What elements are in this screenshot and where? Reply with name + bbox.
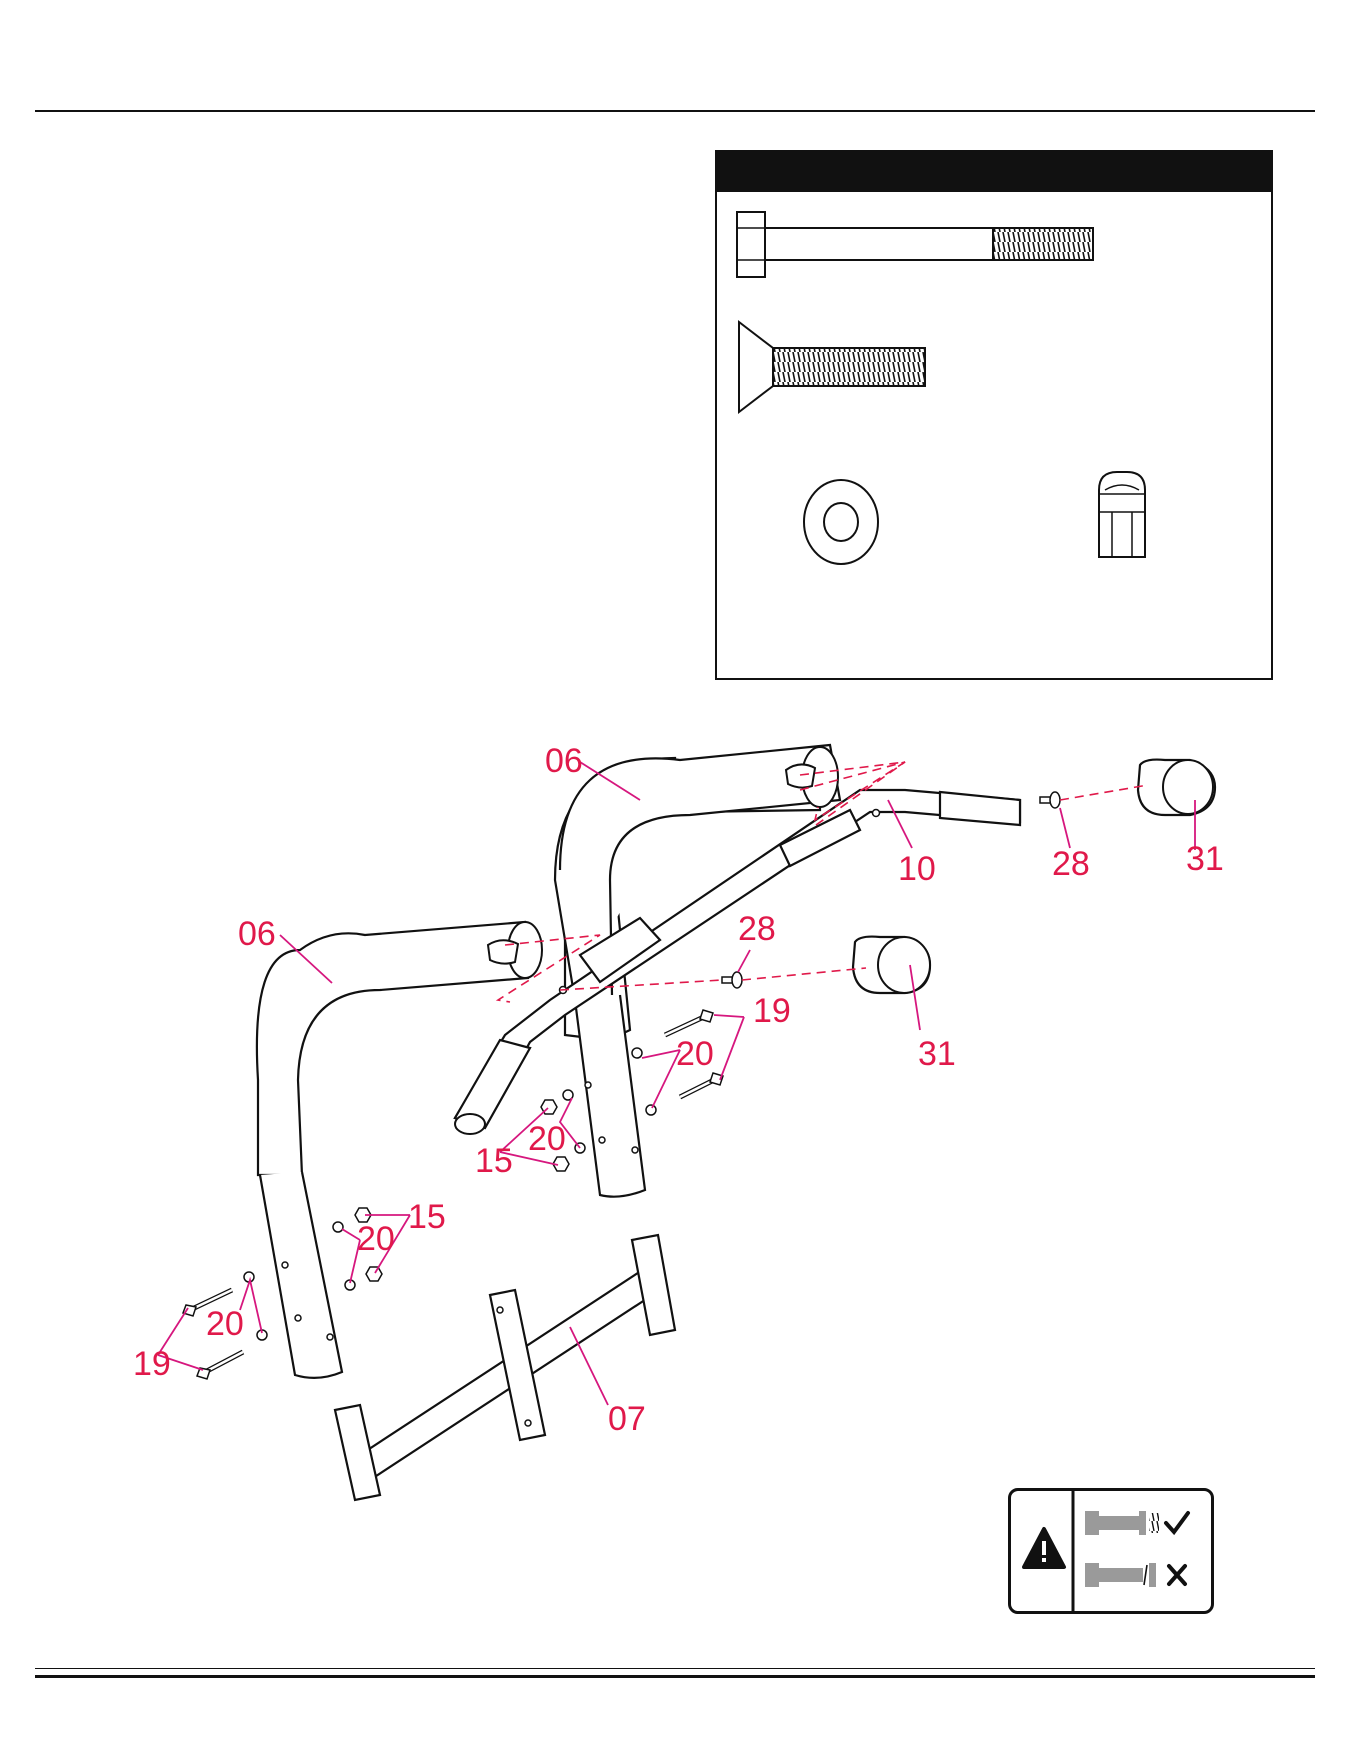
callout-31-upper: 31: [1186, 840, 1224, 878]
end-cap-lower: [853, 937, 930, 993]
bolt-incorrect: [1085, 1563, 1156, 1587]
callout-15-center: 15: [475, 1142, 513, 1180]
callout-10: 10: [898, 850, 936, 888]
callout-28-upper: 28: [1052, 845, 1090, 883]
callout-28-lower: 28: [738, 910, 776, 948]
callout-07: 07: [608, 1400, 646, 1438]
check-icon: [1166, 1513, 1188, 1532]
cross-beam: [335, 1235, 675, 1500]
bolt-warning-box: [1008, 1488, 1214, 1614]
callout-20-right: 20: [676, 1035, 714, 1073]
end-cap-upper: [1138, 760, 1215, 815]
warning-icon: [1024, 1529, 1064, 1567]
screw-lower: [722, 972, 742, 988]
callout-20-lower: 20: [206, 1305, 244, 1343]
callout-15-left: 15: [408, 1198, 446, 1236]
callout-19-right: 19: [753, 992, 791, 1030]
callout-06-front: 06: [238, 915, 276, 953]
callout-20-left: 20: [357, 1220, 395, 1258]
callout-06-rear: 06: [545, 742, 583, 780]
callout-19-left: 19: [133, 1345, 171, 1383]
bolt-warning-artwork: [1011, 1491, 1211, 1611]
callout-20-center: 20: [528, 1120, 566, 1158]
screw-upper: [1040, 792, 1060, 808]
bolt-correct: [1085, 1511, 1159, 1535]
cross-icon: [1169, 1566, 1185, 1584]
callout-31-lower: 31: [918, 1035, 956, 1073]
